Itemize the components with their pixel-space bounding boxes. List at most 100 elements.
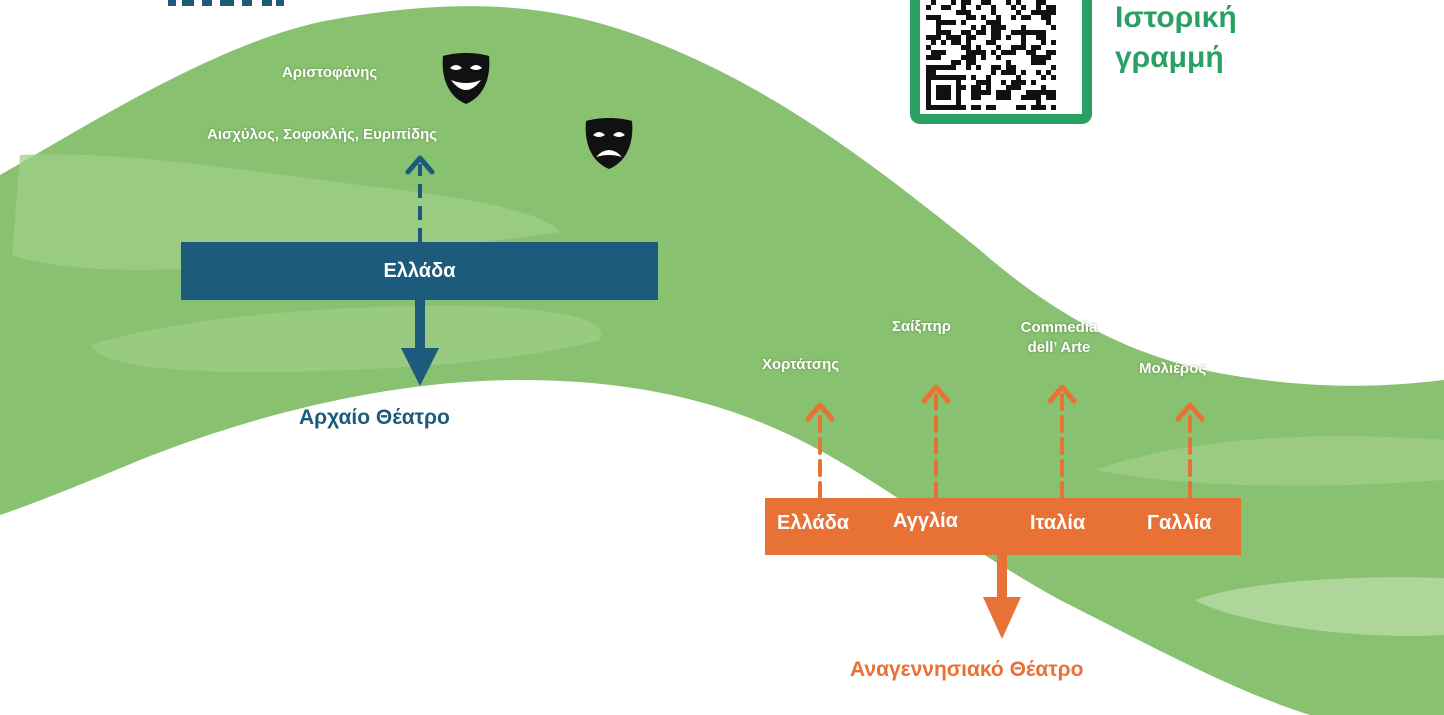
- country-france: Γαλλία: [1147, 512, 1212, 534]
- qr-module: [1021, 30, 1026, 35]
- qr-module: [1046, 70, 1051, 75]
- qr-module: [951, 35, 956, 40]
- qr-module: [1026, 30, 1031, 35]
- qr-module: [946, 35, 951, 40]
- qr-finder: [936, 85, 951, 100]
- qr-module: [1036, 90, 1041, 95]
- qr-module: [1011, 30, 1016, 35]
- qr-module: [996, 90, 1001, 95]
- qr-module: [1036, 60, 1041, 65]
- qr-module: [1021, 25, 1026, 30]
- qr-module: [966, 45, 971, 50]
- qr-module: [996, 35, 1001, 40]
- author-moliere: Μολιέρος: [1139, 360, 1207, 377]
- qr-module: [961, 55, 966, 60]
- qr-module: [1031, 50, 1036, 55]
- qr-module: [996, 30, 1001, 35]
- qr-module: [1041, 60, 1046, 65]
- qr-module: [1026, 90, 1031, 95]
- qr-module: [1001, 25, 1006, 30]
- qr-module: [936, 25, 941, 30]
- qr-module: [966, 65, 971, 70]
- qr-module: [1016, 10, 1021, 15]
- qr-module: [1046, 90, 1051, 95]
- qr-module: [931, 35, 936, 40]
- qr-module: [971, 95, 976, 100]
- qr-module: [1006, 50, 1011, 55]
- qr-module: [1026, 95, 1031, 100]
- qr-module: [1031, 105, 1036, 110]
- qr-module: [971, 60, 976, 65]
- qr-code-frame[interactable]: [910, 0, 1092, 124]
- qr-module: [991, 20, 996, 25]
- qr-module: [1016, 75, 1021, 80]
- qr-module: [961, 45, 966, 50]
- qr-module: [1006, 35, 1011, 40]
- qr-module: [1051, 50, 1056, 55]
- qr-code-icon: [920, 0, 1082, 114]
- cropped-heading-glyphs: [168, 0, 284, 6]
- qr-module: [956, 60, 961, 65]
- qr-module: [946, 30, 951, 35]
- qr-module: [926, 5, 931, 10]
- qr-module: [1031, 45, 1036, 50]
- qr-module: [1031, 80, 1036, 85]
- qr-module: [961, 10, 966, 15]
- qr-module: [991, 70, 996, 75]
- qr-module: [1001, 70, 1006, 75]
- qr-module: [1021, 95, 1026, 100]
- qr-module: [951, 40, 956, 45]
- qr-module: [1051, 75, 1056, 80]
- qr-module: [1036, 0, 1041, 5]
- qr-module: [926, 45, 931, 50]
- qr-module: [961, 30, 966, 35]
- qr-module: [941, 30, 946, 35]
- qr-module: [1011, 65, 1016, 70]
- qr-module: [1036, 30, 1041, 35]
- qr-module: [926, 15, 931, 20]
- qr-module: [956, 35, 961, 40]
- qr-module: [966, 60, 971, 65]
- qr-module: [1016, 30, 1021, 35]
- qr-module: [946, 65, 951, 70]
- qr-module: [996, 15, 1001, 20]
- qr-module: [1051, 65, 1056, 70]
- qr-module: [1016, 105, 1021, 110]
- qr-module: [1021, 5, 1026, 10]
- qr-module: [1011, 15, 1016, 20]
- qr-module: [991, 25, 996, 30]
- qr-module: [971, 50, 976, 55]
- qr-module: [991, 10, 996, 15]
- qr-module: [941, 5, 946, 10]
- tragedy-mask-icon: [585, 118, 633, 169]
- qr-module: [1006, 70, 1011, 75]
- qr-module: [926, 65, 931, 70]
- qr-module: [1021, 105, 1026, 110]
- qr-module: [991, 50, 996, 55]
- qr-module: [936, 30, 941, 35]
- country-england: Αγγλία: [893, 510, 958, 532]
- qr-module: [966, 10, 971, 15]
- qr-module: [1006, 95, 1011, 100]
- qr-module: [961, 20, 966, 25]
- qr-module: [1036, 5, 1041, 10]
- qr-module: [931, 50, 936, 55]
- qr-module: [986, 20, 991, 25]
- qr-module: [936, 35, 941, 40]
- qr-module: [976, 105, 981, 110]
- qr-module: [966, 0, 971, 5]
- qr-module: [986, 75, 991, 80]
- qr-module: [941, 40, 946, 45]
- qr-module: [1016, 45, 1021, 50]
- qr-module: [986, 80, 991, 85]
- author-chortatsis: Χορτάτσης: [762, 356, 840, 373]
- qr-module: [961, 75, 966, 80]
- qr-module: [1041, 0, 1046, 5]
- qr-module: [996, 45, 1001, 50]
- qr-module: [1041, 30, 1046, 35]
- qr-module: [961, 105, 966, 110]
- author-aristophanes: Αριστοφάνης: [282, 64, 378, 81]
- qr-module: [1041, 40, 1046, 45]
- qr-module: [1016, 85, 1021, 90]
- author-shakespeare: Σαίξπηρ: [892, 318, 951, 335]
